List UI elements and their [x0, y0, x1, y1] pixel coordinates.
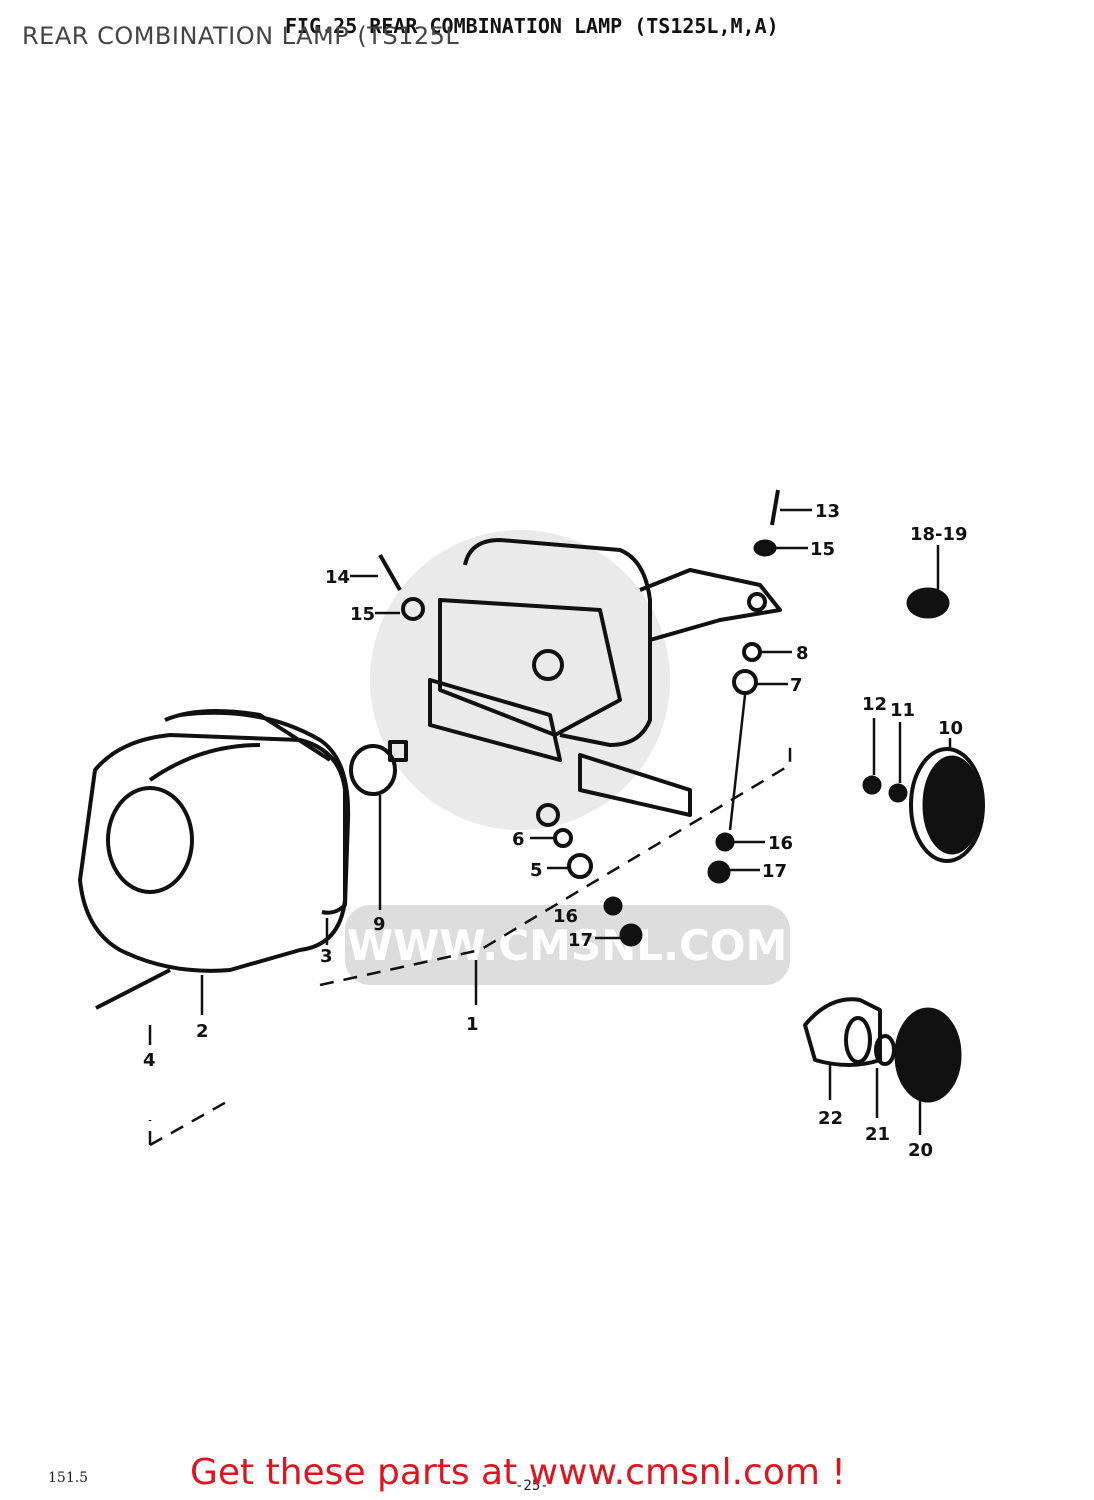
mounting-bracket: [428, 538, 782, 827]
bulb: [349, 740, 408, 796]
grommet-18-19: [906, 587, 950, 619]
callout-16-lower: 16: [553, 906, 578, 927]
washer-8: [742, 642, 762, 662]
callout-10: 10: [938, 718, 963, 739]
callout-20: 20: [908, 1140, 933, 1161]
page-title: REAR COMBINATION LAMP (TS125L: [22, 22, 460, 50]
washer-16-right: [715, 832, 735, 852]
callout-5: 5: [530, 860, 543, 881]
watermark: WWW.CMSNL.COM: [345, 530, 790, 985]
callout-6: 6: [512, 829, 525, 850]
nut-17-right: [707, 860, 731, 884]
nut-17-lower: [619, 923, 643, 947]
figure-code: 151.5: [48, 1470, 89, 1486]
washer-11: [888, 783, 908, 803]
reflector-10: [909, 747, 985, 863]
callout-13: 13: [815, 501, 840, 522]
callout-14: 14: [325, 567, 350, 588]
washer-15-left: [401, 597, 425, 621]
callout-21: 21: [865, 1124, 890, 1145]
callout-12: 12: [862, 694, 887, 715]
washer-15-top: [753, 539, 777, 557]
washer-6: [553, 828, 573, 848]
cmsnl-parts-link[interactable]: Get these parts at www.cmsnl.com !: [190, 1452, 846, 1493]
callout-17-lower: 17: [568, 930, 593, 951]
callout-9: 9: [373, 914, 386, 935]
leader-lines: [148, 508, 952, 1147]
nut-12: [862, 775, 882, 795]
callout-4: 4: [143, 1050, 156, 1071]
figure-title: FIG.25 REAR COMBINATION LAMP (TS125L,M,A…: [285, 14, 779, 38]
watermark-text: WWW.CMSNL.COM: [347, 921, 788, 970]
nut-5: [567, 853, 593, 879]
callout-11: 11: [890, 700, 915, 721]
bolt-13: [770, 489, 780, 526]
callout-17-right: 17: [762, 861, 787, 882]
callout-16-right: 16: [768, 833, 793, 854]
callout-3: 3: [320, 946, 333, 967]
callout-18-19: 18-19: [910, 524, 968, 545]
gasket: [179, 710, 351, 915]
washer-16-lower: [603, 896, 623, 916]
callout-15-left: 15: [350, 604, 375, 625]
callout-1: 1: [466, 1014, 479, 1035]
callout-22: 22: [818, 1108, 843, 1129]
lamp-housing: [78, 709, 347, 973]
callout-15-top: 15: [810, 539, 835, 560]
callout-8: 8: [796, 643, 809, 664]
nut-7: [732, 669, 758, 695]
callout-labels: 1 2 3 4 5 6 7 8 9 10 11 12 13 14 15 15 1…: [143, 501, 968, 1161]
reflector-assembly-20-22: [803, 997, 962, 1103]
page-number: -25-: [515, 1478, 549, 1494]
callout-7: 7: [790, 675, 803, 696]
callout-2: 2: [196, 1021, 209, 1042]
bolt-14: [378, 554, 402, 591]
screw: [95, 968, 171, 1010]
